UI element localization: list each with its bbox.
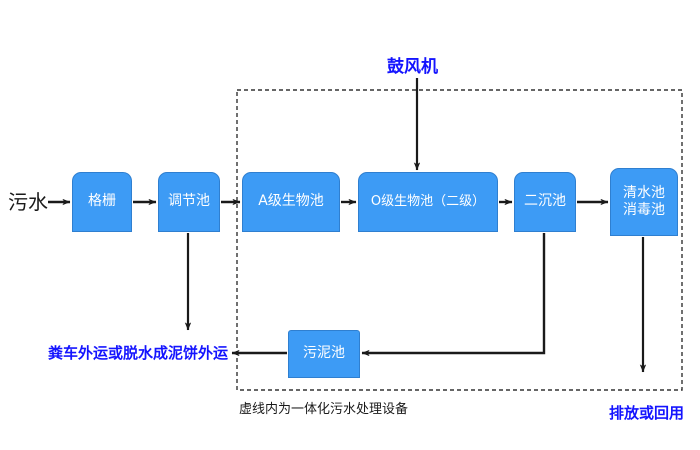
node-secondary-clarifier[interactable]: 二沉池: [514, 172, 576, 232]
inflow-label: 污水: [8, 190, 48, 214]
node-o-stage-bio-tank[interactable]: O级生物池（二级）: [358, 172, 498, 232]
discharge-reuse-label: 排放或回用: [609, 404, 685, 422]
node-sludge-tank[interactable]: 污泥池: [288, 330, 360, 378]
node-secondary-clarifier-label: 二沉池: [524, 193, 566, 210]
node-clear-water-disinfection-tank[interactable]: 清水池 消毒池: [610, 168, 678, 236]
dashed-box-caption: 虚线内为一体化污水处理设备: [239, 402, 409, 417]
node-grid[interactable]: 格栅: [72, 172, 132, 232]
node-a-stage-bio-tank-label: A级生物池: [258, 193, 324, 210]
node-regulating-tank[interactable]: 调节池: [158, 172, 220, 232]
node-regulating-tank-label: 调节池: [168, 193, 210, 210]
elbow-clarifier-to-sludge: [361, 233, 546, 357]
node-o-stage-bio-tank-label: O级生物池（二级）: [370, 193, 486, 209]
node-sludge-tank-label: 污泥池: [303, 345, 345, 362]
node-a-stage-bio-tank[interactable]: A级生物池: [242, 172, 340, 232]
node-grid-label: 格栅: [88, 193, 116, 210]
blower-label: 鼓风机: [387, 57, 438, 77]
integrated-equipment-dashed-box: [236, 89, 683, 391]
node-clear-water-disinfection-tank-label: 清水池 消毒池: [623, 184, 665, 219]
sludge-disposal-label: 粪车外运或脱水成泥饼外运: [48, 344, 229, 362]
